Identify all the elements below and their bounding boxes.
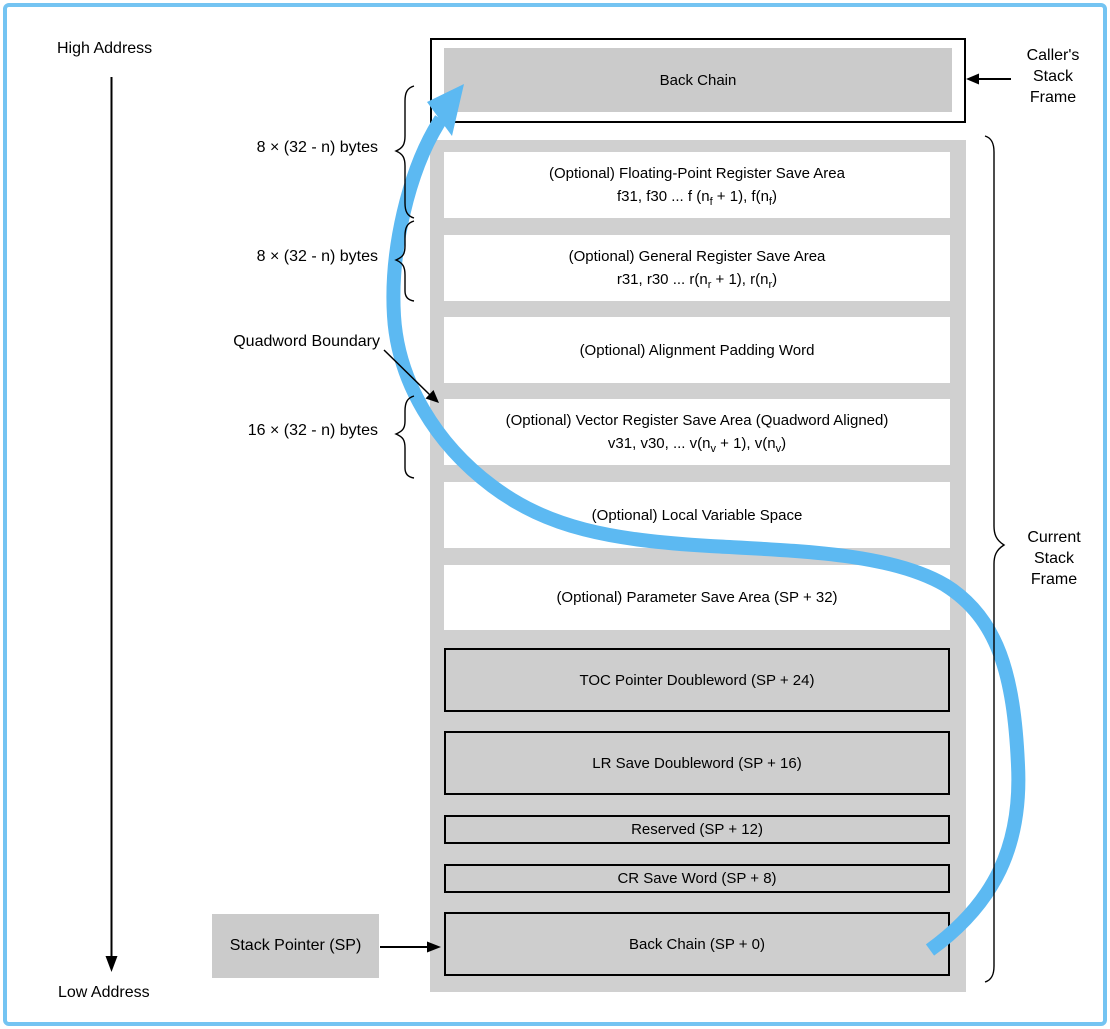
row-parameter-save-area: (Optional) Parameter Save Area (SP + 32) <box>444 565 950 630</box>
page-border <box>3 3 1107 1026</box>
row-registers: f31, f30 ... f (nf + 1), f(nf) <box>617 188 777 208</box>
row-local-variable-space: (Optional) Local Variable Space <box>444 482 950 548</box>
caller-back-chain-cell: Back Chain <box>444 48 952 112</box>
stack-column: (Optional) Floating-Point Register Save … <box>430 140 966 992</box>
row-title: (Optional) Local Variable Space <box>591 506 803 524</box>
caller-back-chain-label: Back Chain <box>659 71 737 89</box>
row-title: (Optional) Vector Register Save Area (Qu… <box>505 412 889 429</box>
row-reserved: Reserved (SP + 12) <box>444 815 950 844</box>
gr-size-label: 8 × (32 - n) bytes <box>256 248 378 265</box>
low-address-label: Low Address <box>58 984 150 1001</box>
high-address-label: High Address <box>57 40 153 57</box>
row-toc-pointer: TOC Pointer Doubleword (SP + 24) <box>444 648 950 712</box>
row-gr-save-area: (Optional) General Register Save Area r3… <box>444 235 950 301</box>
row-vector-save-area: (Optional) Vector Register Save Area (Qu… <box>444 399 950 465</box>
row-title: LR Save Doubleword (SP + 16) <box>592 754 802 772</box>
row-lr-save: LR Save Doubleword (SP + 16) <box>444 731 950 795</box>
row-title: Reserved (SP + 12) <box>631 821 763 838</box>
row-title: (Optional) Parameter Save Area (SP + 32) <box>556 589 838 606</box>
row-fp-save-area: (Optional) Floating-Point Register Save … <box>444 152 950 218</box>
row-title: (Optional) Alignment Padding Word <box>579 341 815 359</box>
quadword-boundary-label: Quadword Boundary <box>233 333 380 350</box>
row-title: (Optional) Floating-Point Register Save … <box>549 165 845 182</box>
stack-pointer-box: Stack Pointer (SP) <box>212 914 379 978</box>
row-registers: r31, r30 ... r(nr + 1), r(nr) <box>616 271 778 291</box>
row-title: Back Chain (SP + 0) <box>628 935 766 953</box>
fp-size-label: 8 × (32 - n) bytes <box>256 139 378 156</box>
row-title: CR Save Word (SP + 8) <box>617 870 777 887</box>
current-stack-frame-label: Current Stack Frame <box>1027 529 1081 588</box>
row-cr-save: CR Save Word (SP + 8) <box>444 864 950 893</box>
row-title: TOC Pointer Doubleword (SP + 24) <box>579 671 815 689</box>
stack-pointer-label: Stack Pointer (SP) <box>229 937 362 954</box>
row-registers: v31, v30, ... v(nv + 1), v(nv) <box>607 435 787 455</box>
row-title: (Optional) General Register Save Area <box>568 248 826 265</box>
vector-size-label: 16 × (32 - n) bytes <box>247 422 378 439</box>
callers-stack-frame-label: Caller's Stack Frame <box>1026 47 1080 106</box>
row-back-chain-sp0: Back Chain (SP + 0) <box>444 912 950 976</box>
row-alignment-padding: (Optional) Alignment Padding Word <box>444 317 950 383</box>
caller-frame-box: Back Chain <box>430 38 966 123</box>
